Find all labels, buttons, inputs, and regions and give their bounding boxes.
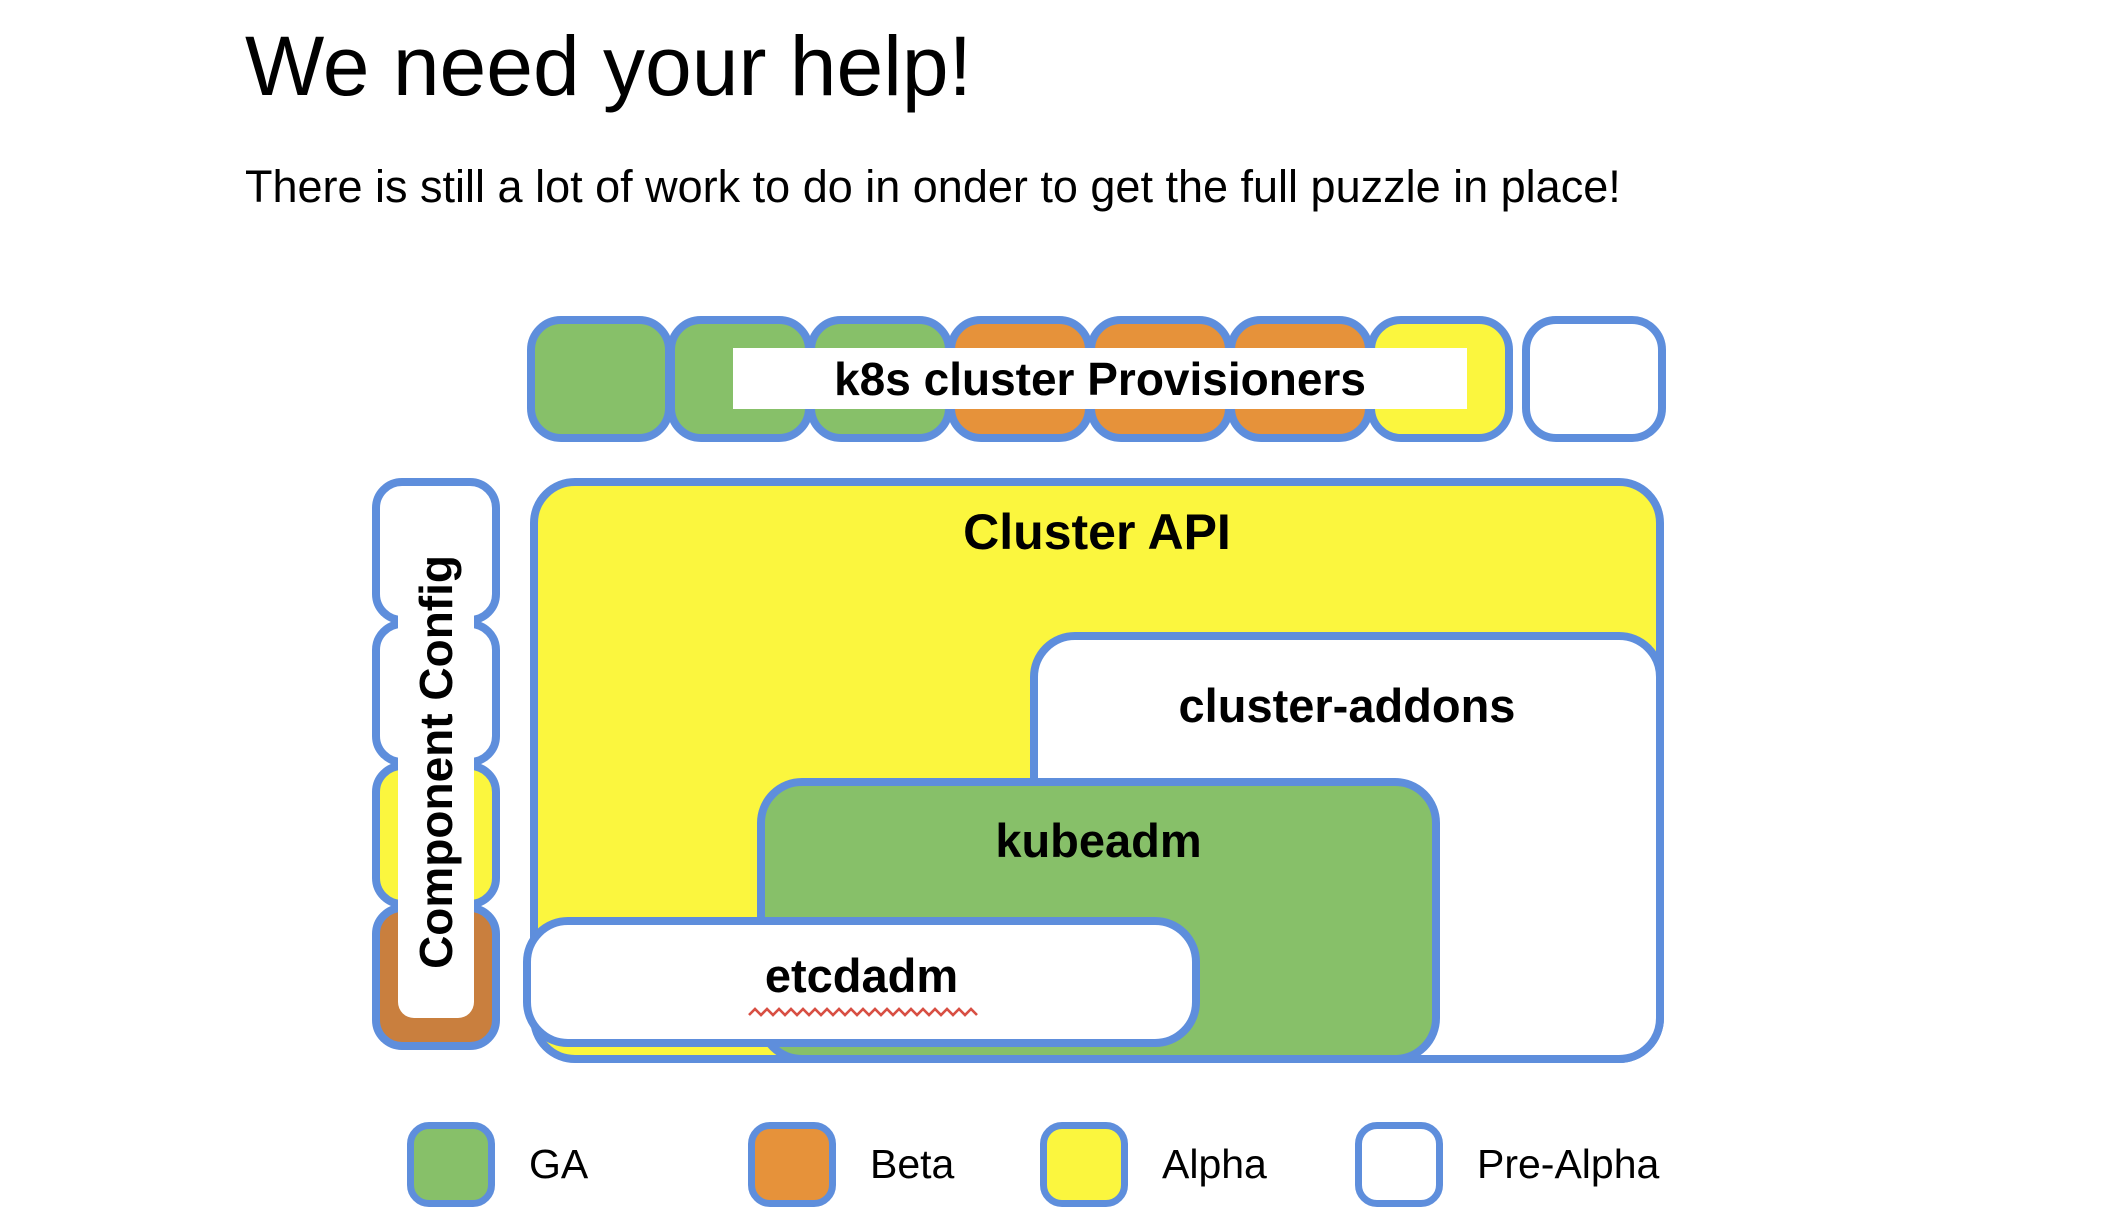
component-config-piece: [372, 904, 500, 1050]
provisioner-piece: [527, 316, 673, 442]
component-config-label-box: Component Config: [398, 505, 474, 1018]
legend-item-beta: Beta: [748, 1122, 954, 1207]
kubeadm-label: kubeadm: [995, 814, 1202, 867]
spellcheck-squiggle-underline: [748, 1007, 978, 1017]
legend-item-pre-alpha: Pre-Alpha: [1355, 1122, 1659, 1207]
legend-swatch-ga: [407, 1122, 495, 1207]
legend-item-alpha: Alpha: [1040, 1122, 1267, 1207]
legend-item-ga: GA: [407, 1122, 588, 1207]
etcdadm-piece: [523, 917, 1200, 1047]
legend-label-pre-alpha: Pre-Alpha: [1477, 1141, 1660, 1187]
legend-swatch-alpha: [1040, 1122, 1128, 1207]
cluster-addons-label: cluster-addons: [1178, 679, 1516, 732]
legend-swatch-pre-alpha: [1355, 1122, 1443, 1207]
provisioners-label-box: k8s cluster Provisioners: [733, 348, 1467, 409]
cluster-api-label: Cluster API: [963, 504, 1231, 560]
provisioner-piece: [1522, 316, 1666, 442]
legend-label-alpha: Alpha: [1162, 1141, 1267, 1187]
provisioners-label: k8s cluster Provisioners: [834, 352, 1366, 405]
slide-subtitle: There is still a lot of work to do in on…: [245, 161, 1621, 212]
component-config-label: Component Config: [410, 554, 462, 969]
etcdadm-label: etcdadm: [764, 949, 959, 1002]
slide-title: We need your help!: [245, 19, 972, 113]
legend-swatch-beta: [748, 1122, 836, 1207]
legend-label-beta: Beta: [870, 1141, 955, 1187]
legend-label-ga: GA: [529, 1141, 589, 1187]
